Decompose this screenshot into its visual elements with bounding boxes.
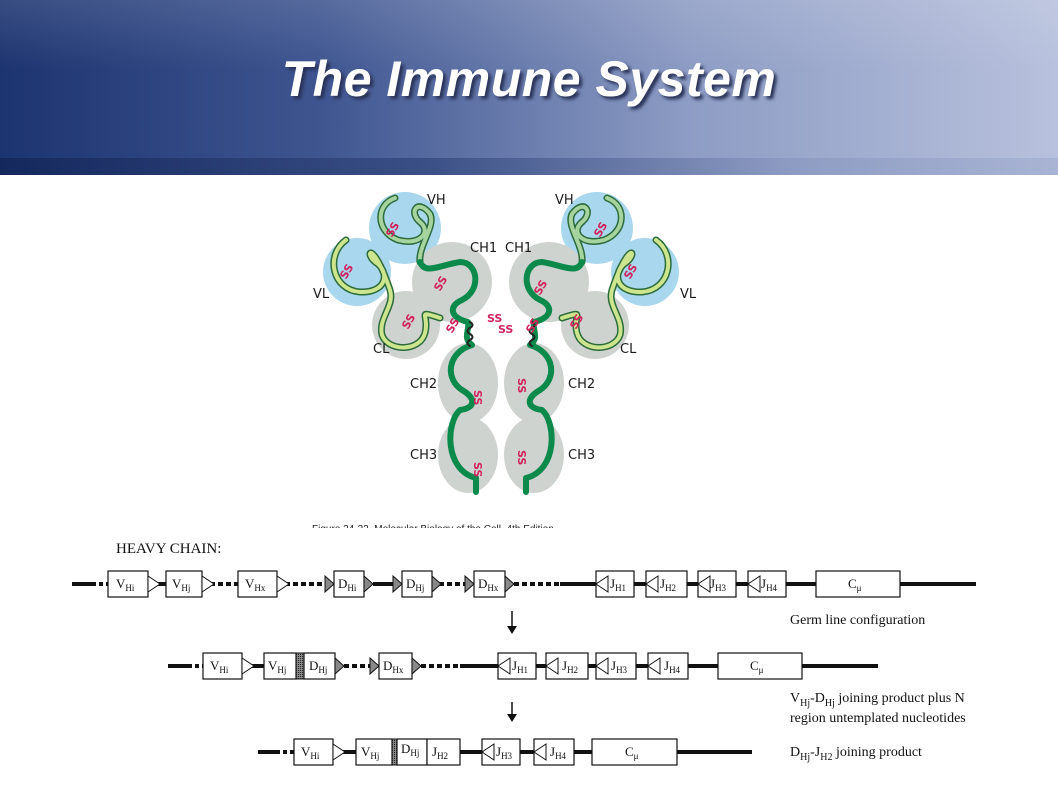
label-cl-right: CL <box>620 342 637 357</box>
arrow-down-2 <box>507 702 517 722</box>
svg-text:JH4: JH4 <box>664 658 681 675</box>
segment-v-hi: VHi <box>107 570 161 598</box>
svg-text:VHi: VHi <box>301 744 320 761</box>
segment-j-h3: JH3 <box>595 652 637 680</box>
light-chains <box>330 236 672 351</box>
svg-text:VHx: VHx <box>245 576 266 593</box>
heavy-chain-gene-diagram: HEAVY CHAIN: VHi VHj VHx <box>72 541 976 766</box>
segment-d-hx: DHx <box>464 570 515 598</box>
ss-bond: SS <box>515 450 528 465</box>
hinge-right <box>528 321 536 347</box>
segment-j-h3: JH3 <box>697 570 737 598</box>
svg-text:Cμ: Cμ <box>848 576 862 593</box>
label-ch3-right: CH3 <box>568 448 595 463</box>
segment-j-h4: JH4 <box>647 652 689 680</box>
svg-text:VHi: VHi <box>210 658 229 675</box>
svg-text:VHi: VHi <box>116 576 135 593</box>
svg-text:VHj: VHj <box>361 744 379 761</box>
germline-note: Germ line configuration <box>790 613 925 628</box>
heavy-chain-heading: HEAVY CHAIN: <box>116 541 221 557</box>
segment-d-hi: DHi <box>324 570 374 598</box>
label-ch1-left: CH1 <box>470 241 497 256</box>
ss-bond: SS <box>471 462 484 477</box>
label-ch2-left: CH2 <box>410 377 437 392</box>
svg-text:DHi: DHi <box>338 576 357 593</box>
label-vl-right: VL <box>680 287 697 302</box>
segment-c-mu: Cμ <box>591 738 678 766</box>
arrow-down-1 <box>507 611 517 634</box>
svg-text:JH3: JH3 <box>611 658 628 675</box>
svg-text:JH3: JH3 <box>496 744 513 761</box>
svg-text:JH4: JH4 <box>550 744 567 761</box>
vd-joined-row: VHi VHj DHj DHx JH1 JH2 <box>168 652 966 726</box>
ss-bond: SS <box>515 378 528 393</box>
segment-j-h2: JH2 <box>545 652 589 680</box>
segment-j-h2: JH2 <box>645 570 688 598</box>
segment-c-mu: Cμ <box>717 652 803 680</box>
svg-text:Cμ: Cμ <box>750 658 764 675</box>
svg-text:JH1: JH1 <box>512 658 528 675</box>
svg-text:DHx: DHx <box>478 576 499 593</box>
segment-d-hx: DHx <box>369 652 422 680</box>
svg-text:JH4: JH4 <box>761 576 778 593</box>
hinge-left <box>466 321 474 347</box>
ss-bond: SS <box>471 390 484 405</box>
svg-text:JH1: JH1 <box>610 576 626 593</box>
slide-header: The Immune System <box>0 0 1058 175</box>
ss-bond: SS <box>487 312 502 325</box>
slide-title: The Immune System <box>281 51 777 107</box>
svg-text:DHx: DHx <box>383 658 404 675</box>
ss-bond: SS <box>498 323 513 336</box>
dj-joining-note: DHj-JH2 joining product <box>790 745 922 763</box>
ch1-left-domain <box>412 242 492 322</box>
label-ch2-right: CH2 <box>568 377 595 392</box>
header-strip <box>0 158 1058 175</box>
segment-v-hi: VHi <box>202 652 255 680</box>
label-vh-right: VH <box>555 193 574 208</box>
label-cl-left: CL <box>373 342 390 357</box>
svg-text:VHj: VHj <box>268 658 286 675</box>
caption-clip: Figure 24-22. Molecular Biology of the C… <box>312 524 557 535</box>
svg-text:DHj: DHj <box>401 741 419 758</box>
segment-j-h1: JH1 <box>595 570 635 598</box>
segment-j-h4: JH4 <box>533 738 575 766</box>
ch3-left-domain <box>438 417 498 493</box>
svg-text:JH3: JH3 <box>710 576 727 593</box>
svg-text:DHj: DHj <box>309 658 327 675</box>
vd-joining-note: VHj-DHj joining product plus N <box>790 691 965 709</box>
segment-c-mu: Cμ <box>815 570 901 598</box>
ch1-right-domain <box>509 242 589 322</box>
label-vl-left: VL <box>313 287 330 302</box>
svg-text:VHj: VHj <box>172 576 190 593</box>
segment-v-hj: VHj <box>165 570 215 598</box>
segment-d-hj: DHj <box>392 570 442 598</box>
label-vh-left: VH <box>427 193 446 208</box>
segment-v-hx: VHx <box>237 570 290 598</box>
figure-caption: Figure 24-22. Molecular Biology of the C… <box>312 524 557 535</box>
heavy-chain-left <box>417 259 479 495</box>
svg-text:DHj: DHj <box>406 576 424 593</box>
n-region <box>391 738 398 766</box>
vd-joining-note-line2: region untemplated nucleotides <box>790 711 966 726</box>
n-region <box>295 652 305 680</box>
domain-labels: VH VH CH1 CH1 VL VL CL CL CH2 CH2 CH3 CH… <box>313 193 697 463</box>
svg-text:JH2: JH2 <box>432 744 448 761</box>
ch3-right-domain <box>504 417 564 493</box>
label-ch3-left: CH3 <box>410 448 437 463</box>
svg-text:JH2: JH2 <box>660 576 676 593</box>
heavy-chains <box>377 194 625 495</box>
svg-text:JH2: JH2 <box>562 658 578 675</box>
label-ch1-right: CH1 <box>505 241 532 256</box>
segment-vd-hj-joined: VHj DHj <box>263 652 345 680</box>
segment-vdj-joined: VHj DHj JH2 <box>355 738 461 766</box>
header-shine <box>0 0 1058 70</box>
segment-j-h3: JH3 <box>481 738 521 766</box>
antibody-diagram: SS SS SS SS SS SS SS SS SS SS SS SS SS S… <box>312 192 697 535</box>
svg-text:Cμ: Cμ <box>625 744 639 761</box>
segment-j-h4: JH4 <box>747 570 787 598</box>
germline-row: VHi VHj VHx DHi DHj DHx <box>72 570 976 628</box>
dj-joined-row: VHi VHj DHj JH2 JH3 JH4 Cμ DHj-JH2 joini… <box>258 738 922 766</box>
segment-v-hi: VHi <box>293 738 346 766</box>
segment-j-h1: JH1 <box>497 652 537 680</box>
